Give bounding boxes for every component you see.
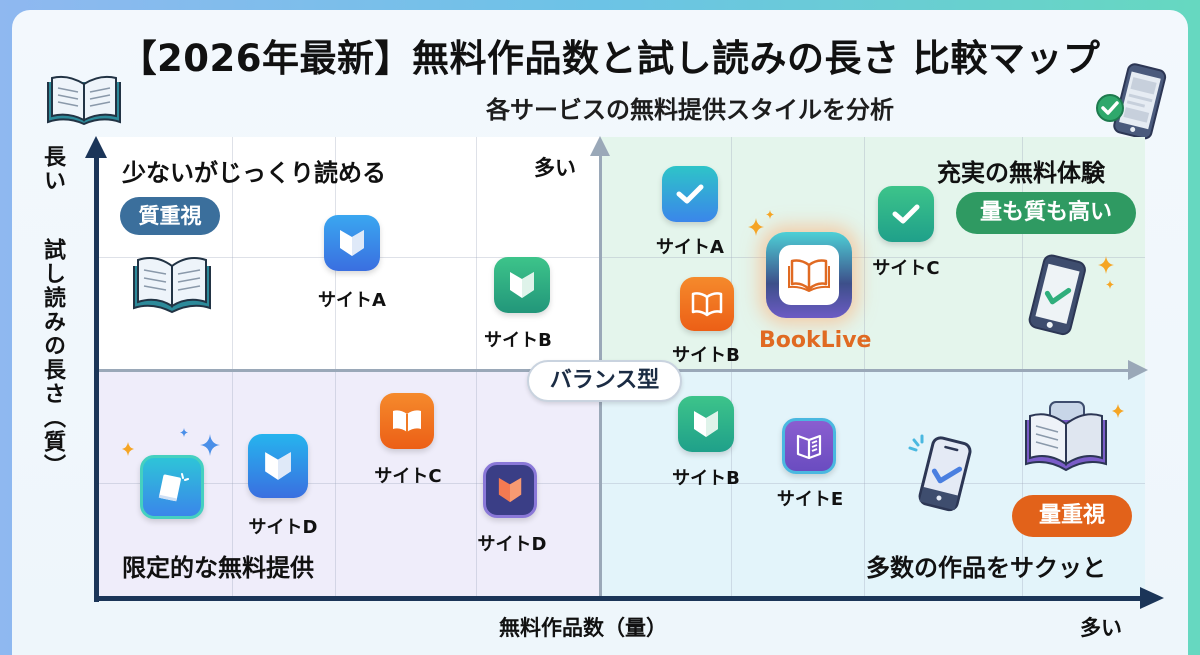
site-label: サイトB bbox=[484, 330, 552, 351]
grid-line bbox=[864, 137, 865, 598]
sparkle-icon bbox=[116, 426, 226, 470]
site-label: サイトC bbox=[374, 466, 442, 487]
check-icon bbox=[892, 204, 920, 224]
site-label: サイトB bbox=[672, 468, 740, 489]
phone-check-icon bbox=[906, 432, 976, 516]
site-b-app-icon[interactable] bbox=[678, 396, 734, 452]
open-book-icon bbox=[796, 434, 822, 460]
free-book-app-icon bbox=[140, 455, 204, 519]
site-d-app-icon[interactable] bbox=[248, 434, 308, 498]
x-axis-high-label: 多い bbox=[1080, 616, 1122, 640]
site-a-app-icon[interactable] bbox=[662, 166, 718, 222]
beginner-mark-icon bbox=[265, 452, 291, 480]
y-axis-title: 試し読みの長さ（質） bbox=[40, 238, 65, 478]
book-sparkle-icon bbox=[158, 473, 189, 502]
book-phone-icon bbox=[1020, 398, 1130, 482]
sparkle-icon bbox=[744, 208, 780, 248]
open-book-icon bbox=[788, 259, 830, 292]
grid-line bbox=[1022, 137, 1023, 598]
y-axis-arrow-icon bbox=[85, 136, 107, 158]
site-label: サイトC bbox=[872, 258, 940, 279]
balance-badge: バランス型 bbox=[527, 360, 682, 402]
grid-line bbox=[731, 137, 732, 598]
quadrant-bottom-left-title: 限定的な無料提供 bbox=[122, 554, 314, 582]
site-label: サイトD bbox=[248, 517, 318, 538]
y-axis-high-label: 長い bbox=[40, 145, 65, 193]
site-d-app-icon[interactable] bbox=[483, 462, 537, 518]
booklive-app-icon[interactable] bbox=[766, 232, 852, 318]
check-icon bbox=[676, 184, 704, 204]
site-b-app-icon[interactable] bbox=[680, 277, 734, 331]
quality-badge: 質重視 bbox=[120, 197, 220, 235]
site-label: サイトA bbox=[656, 237, 724, 258]
booklive-label: BookLive bbox=[759, 328, 872, 353]
open-book-icon bbox=[130, 252, 214, 322]
mid-x-high-label: 多い bbox=[534, 156, 576, 180]
phone-check-icon bbox=[1088, 62, 1178, 156]
page-subtitle: 各サービスの無料提供スタイルを分析 bbox=[486, 96, 894, 124]
beginner-mark-icon bbox=[340, 230, 364, 256]
beginner-mark-icon bbox=[694, 411, 718, 437]
site-label: サイトD bbox=[477, 534, 547, 555]
x-axis bbox=[94, 596, 1144, 601]
site-label: サイトA bbox=[318, 290, 386, 311]
quality-and-volume-badge: 量も質も高い bbox=[956, 192, 1136, 234]
site-c-app-icon[interactable] bbox=[878, 186, 934, 242]
site-a-app-icon[interactable] bbox=[324, 215, 380, 271]
y-axis bbox=[94, 150, 99, 602]
site-b-app-icon[interactable] bbox=[494, 257, 550, 313]
beginner-mark-icon bbox=[498, 477, 522, 503]
open-book-icon bbox=[691, 292, 723, 317]
grid-line bbox=[97, 483, 1145, 484]
site-e-app-icon[interactable] bbox=[782, 418, 836, 474]
grid-line bbox=[232, 137, 233, 598]
phone-check-icon bbox=[1022, 252, 1122, 346]
site-label: サイトE bbox=[776, 489, 844, 510]
beginner-mark-icon bbox=[510, 272, 534, 298]
grid-line bbox=[476, 137, 477, 598]
booklive-icon-face bbox=[779, 245, 839, 305]
site-label: サイトB bbox=[672, 345, 740, 366]
grid-line bbox=[335, 137, 336, 598]
open-book-icon bbox=[44, 72, 124, 132]
x-axis-title: 無料作品数（量） bbox=[499, 616, 667, 640]
grid-line bbox=[97, 257, 1145, 258]
arrow-up-icon bbox=[590, 136, 610, 156]
open-book-icon bbox=[393, 410, 421, 432]
arrow-right-icon bbox=[1128, 360, 1148, 380]
volume-badge: 量重視 bbox=[1012, 495, 1132, 537]
quadrant-top-left-title: 少ないがじっくり読める bbox=[122, 159, 386, 187]
site-c-app-icon[interactable] bbox=[380, 393, 434, 449]
quadrant-bottom-right-title: 多数の作品をサクッと bbox=[866, 554, 1106, 582]
quadrant-top-right-title: 充実の無料体験 bbox=[937, 159, 1105, 187]
x-axis-arrow-icon bbox=[1140, 587, 1164, 609]
page-title: 【2026年最新】無料作品数と試し読みの長さ 比較マップ bbox=[119, 37, 1101, 80]
